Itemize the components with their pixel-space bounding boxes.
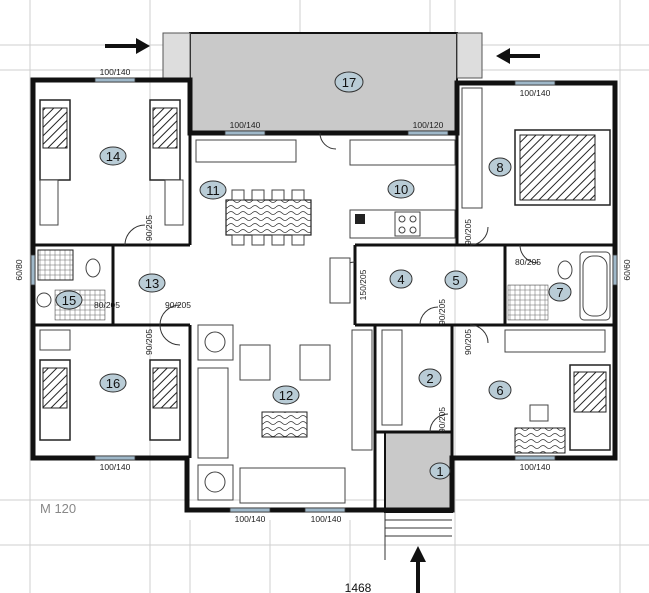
dim-window-left: 60/80 <box>14 259 24 281</box>
terrace-post-right <box>456 32 483 79</box>
bathroom-7 <box>507 251 611 321</box>
room-12-label: 12 <box>279 388 293 403</box>
door-swings <box>124 132 539 433</box>
room-13-label: 13 <box>145 276 159 291</box>
room-6-label: 6 <box>496 383 503 398</box>
room-17-label: 17 <box>342 75 356 90</box>
room-14-label: 14 <box>106 149 120 164</box>
room-8-label: 8 <box>496 160 503 175</box>
terrace-17 <box>189 32 458 134</box>
dim-door-5: 90/205 <box>437 299 447 325</box>
bed-room-6 <box>504 329 611 454</box>
room-1-label: 1 <box>436 464 443 479</box>
room-5-label: 5 <box>452 273 459 288</box>
dim-door-15: 80/205 <box>94 300 120 310</box>
dim-window-bottom-mid-left: 100/140 <box>235 514 266 524</box>
dim-window-terrace-right: 100/120 <box>413 120 444 130</box>
beds-room-16 <box>39 329 181 441</box>
dim-door-7: 80/205 <box>515 257 541 267</box>
dim-door-2: 90/205 <box>437 407 447 433</box>
room-4-label: 4 <box>397 272 404 287</box>
dim-window-bottom-right: 100/140 <box>520 462 551 472</box>
dim-door-4: 150/205 <box>358 269 368 300</box>
dim-window-top-left: 100/140 <box>100 67 131 77</box>
dim-door-14: 90/205 <box>144 215 154 241</box>
interior-walls <box>33 133 615 510</box>
room-7-label: 7 <box>556 285 563 300</box>
arrow-up-icon <box>410 546 426 593</box>
room-2-label: 2 <box>426 371 433 386</box>
living-room-12 <box>197 257 373 504</box>
terrace-post-left <box>162 32 191 79</box>
dim-door-13: 90/205 <box>165 300 191 310</box>
dining-table-11 <box>225 189 312 246</box>
room-10-label: 10 <box>394 182 408 197</box>
plan-label: M 120 <box>40 501 76 516</box>
dim-window-bottom-left: 100/140 <box>100 462 131 472</box>
dim-window-bottom-mid-right: 100/140 <box>311 514 342 524</box>
room-16-label: 16 <box>106 376 120 391</box>
arrow-right-icon <box>496 48 540 64</box>
dim-window-right: 60/60 <box>622 259 632 281</box>
arrow-left-icon <box>105 38 150 54</box>
dim-window-terrace-left: 100/140 <box>230 120 261 130</box>
dimension-labels: 100/140 100/140 100/120 100/140 100/140 … <box>14 67 632 524</box>
bottom-number: 1468 <box>345 581 372 593</box>
room-15-label: 15 <box>62 293 76 308</box>
dim-door-16: 90/205 <box>144 329 154 355</box>
kitchen-10 <box>195 139 456 239</box>
room-numbers: 1 2 4 5 6 7 8 10 11 12 13 14 15 16 17 <box>62 75 564 479</box>
beds-room-14 <box>39 99 184 226</box>
windows <box>30 77 618 513</box>
room-badges <box>55 71 572 480</box>
double-bed-room-8 <box>461 87 611 209</box>
dim-window-top-right: 100/140 <box>520 88 551 98</box>
room-11-label: 11 <box>206 183 220 198</box>
hall-2-cabinet <box>381 329 403 426</box>
dim-door-8: 90/205 <box>463 219 473 245</box>
dim-door-6: 90/205 <box>463 329 473 355</box>
